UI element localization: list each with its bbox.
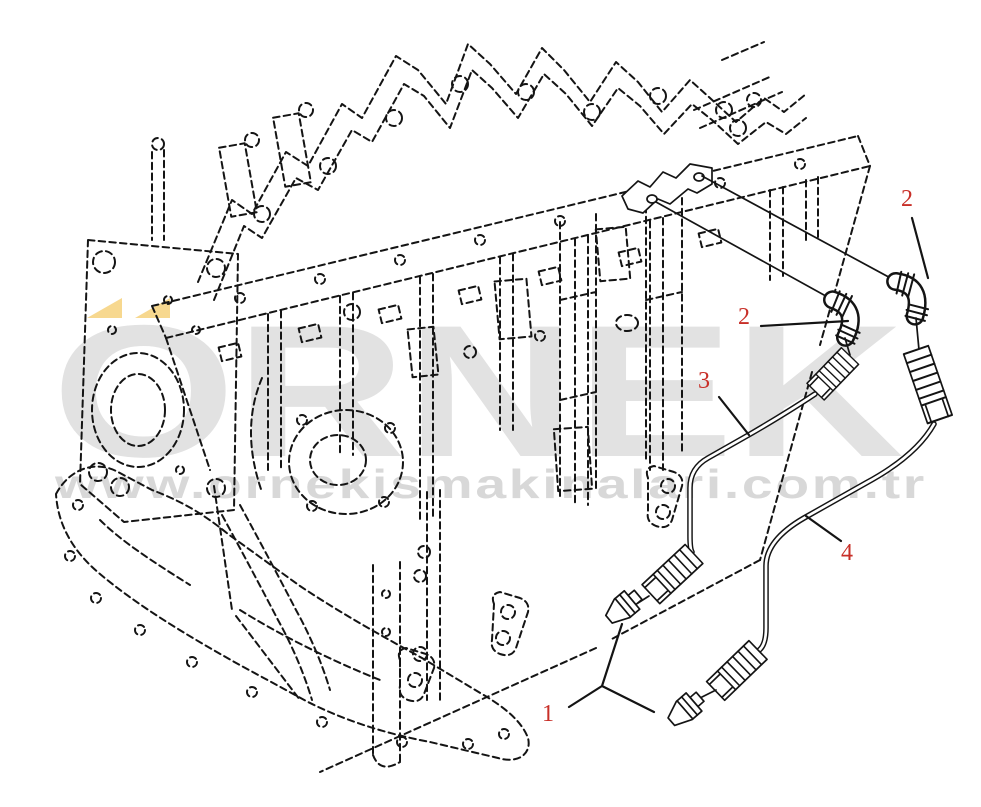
leader-line-4 <box>804 514 843 543</box>
callout-4: 4 <box>841 540 853 566</box>
engine-block-art <box>165 165 871 773</box>
gear-cover-art <box>250 377 404 515</box>
rocker-assembly-art <box>197 41 807 301</box>
union-fitting-pipe4-end <box>705 639 768 702</box>
fuel-system-art <box>600 163 954 732</box>
callout-labels: 1 2 2 3 4 <box>542 186 913 727</box>
callout-2-lower: 2 <box>738 304 750 330</box>
union-fitting-pipe4-top <box>902 344 954 425</box>
engine-line-art <box>55 41 871 773</box>
pipe4-cone-link-line <box>699 689 717 699</box>
leader-line-2-upper <box>910 216 930 280</box>
fuel-pipe-4 <box>755 421 937 654</box>
elbow-connector-stubs <box>844 317 920 356</box>
cone-fitting-pipe4 <box>662 686 709 732</box>
fuel-pipe-lower-feed-line <box>655 201 834 301</box>
url-watermark-text: www.ornekismakinalari.com.tr <box>54 461 927 507</box>
callout-1: 1 <box>542 701 554 727</box>
callout-2-upper: 2 <box>901 186 913 212</box>
flywheel-housing-art <box>79 137 239 523</box>
leader-line-2-lower <box>759 319 850 328</box>
leader-line-3 <box>717 395 751 437</box>
front-gasket-art <box>55 465 530 761</box>
watermark-umlaut-triangle-left <box>87 298 122 318</box>
watermark-layer: ORNEK www.ornekismakinalari.com.tr <box>52 286 927 507</box>
cone-fitting-pipe3 <box>600 584 647 630</box>
callout-leader-lines <box>567 216 930 714</box>
fuel-pipe-3 <box>687 391 818 555</box>
fuel-manifold-art <box>621 163 713 214</box>
leader-line-1 <box>567 622 656 714</box>
fuel-pipe-upper-feed-line <box>701 175 897 282</box>
brand-watermark-text: ORNEK <box>52 286 904 496</box>
mount-bracket-art <box>372 465 684 768</box>
callout-3: 3 <box>698 368 710 394</box>
